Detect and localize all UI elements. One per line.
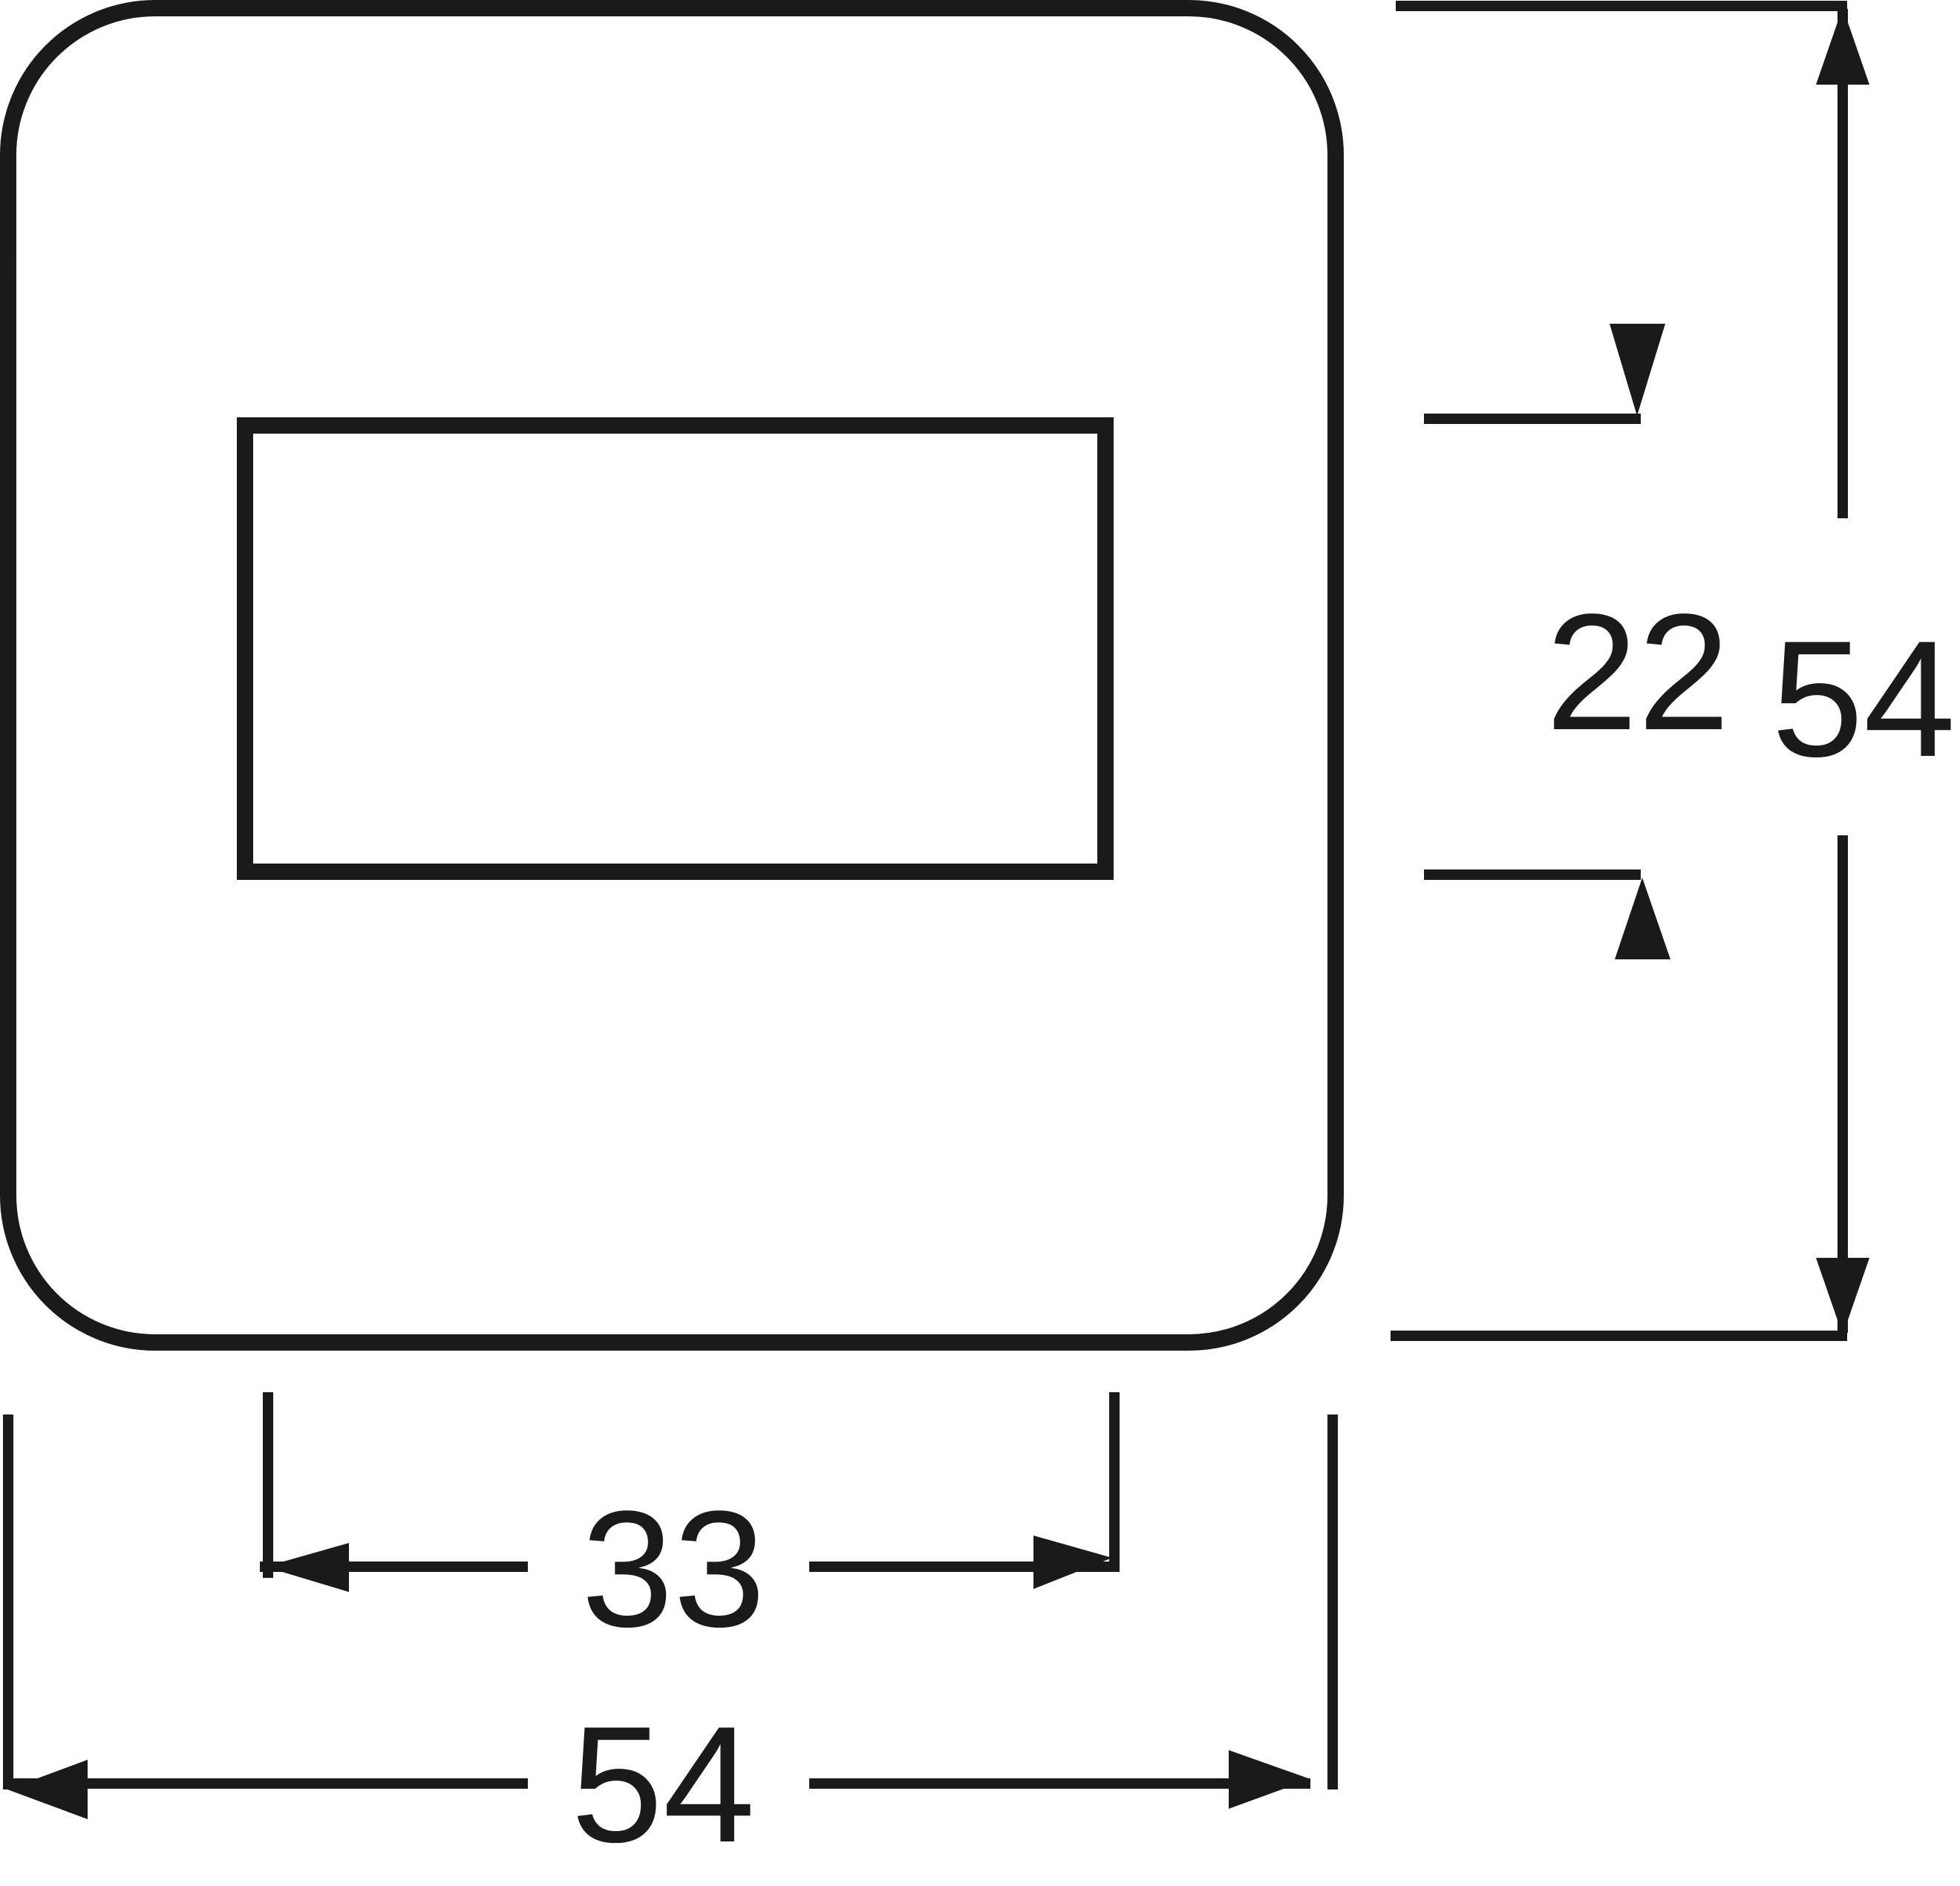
inner-cutout-outline [237,417,1114,880]
inner-width-label: 33 [581,1477,765,1662]
outer-height-arrowhead-top [1816,7,1869,85]
outer-height-dimension: 54 [1391,1,1956,1341]
outer-plate-outline [0,0,1344,1351]
inner-width-dimension: 33 [260,1392,1120,1662]
inner-width-arrowhead-left [265,1543,349,1592]
inner-width-arrowhead-right [1033,1536,1112,1589]
outer-width-arrowhead-right [1229,1750,1310,1809]
outer-width-arrowhead-left [7,1760,88,1819]
inner-height-dimension: 22 [1424,324,1730,959]
outer-height-arrowhead-bottom [1816,1258,1869,1335]
outer-width-label: 54 [571,1692,755,1877]
inner-height-label: 22 [1546,580,1730,765]
outer-height-label: 54 [1771,607,1956,792]
inner-height-arrowhead-top [1610,324,1665,416]
outer-width-dimension: 54 [3,1414,1338,1877]
inner-height-arrowhead-bottom [1615,878,1670,959]
